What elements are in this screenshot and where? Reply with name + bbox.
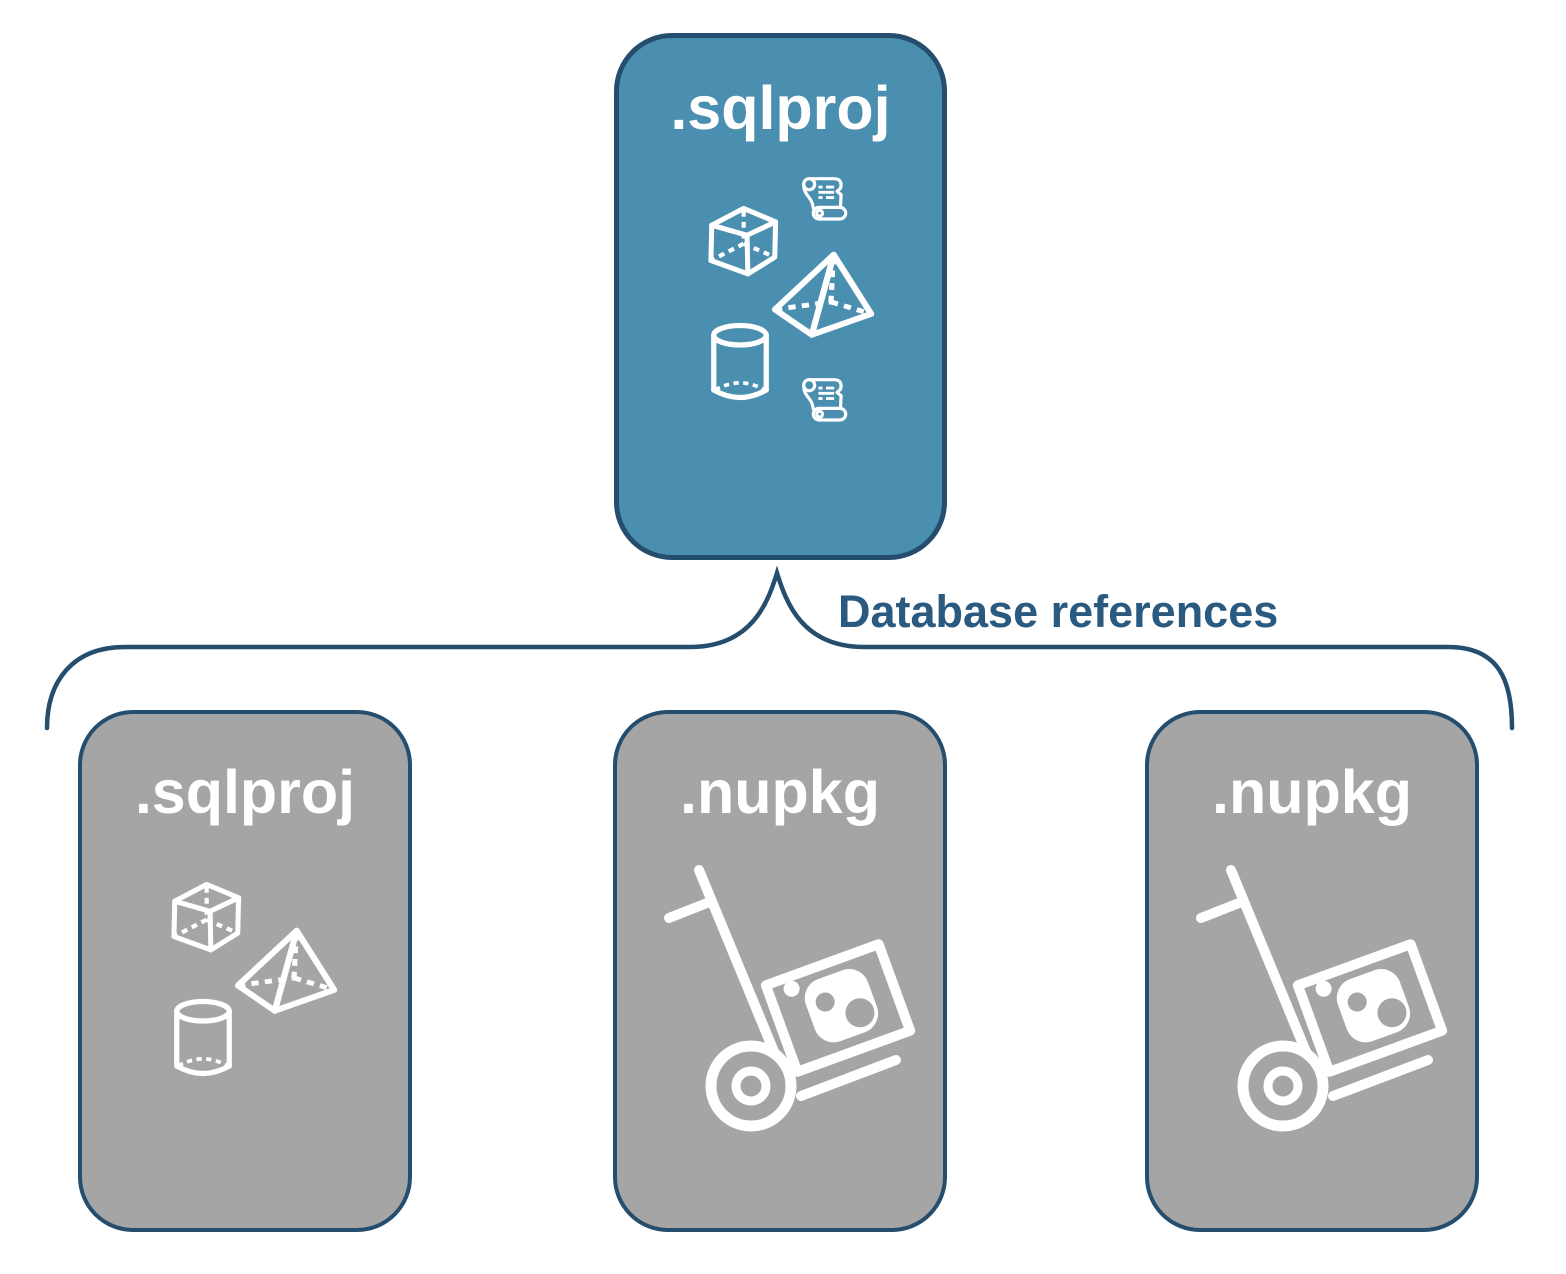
scroll-script-icon: [797, 371, 855, 433]
pyramid-3d-icon: [235, 922, 339, 1020]
hand-truck-package-icon: [1181, 862, 1453, 1194]
cylinder-database-icon: [169, 997, 237, 1081]
scroll-script-icon: [797, 170, 855, 232]
node-title: .nupkg: [680, 758, 880, 826]
connector-label: Database references: [838, 586, 1279, 637]
hand-truck-package-icon: [649, 862, 921, 1194]
brace-connector: [44, 565, 1515, 731]
pyramid-3d-icon: [772, 246, 876, 344]
node-nupkg-child-1: .nupkg: [613, 710, 947, 1232]
node-sqlproj-parent: .sqlproj: [614, 33, 947, 560]
cylinder-database-icon: [706, 321, 774, 405]
node-nupkg-child-2: .nupkg: [1145, 710, 1479, 1232]
node-title: .sqlproj: [670, 74, 891, 142]
node-sqlproj-child: .sqlproj: [78, 710, 412, 1232]
node-title: .nupkg: [1212, 758, 1412, 826]
node-title: .sqlproj: [134, 758, 356, 826]
